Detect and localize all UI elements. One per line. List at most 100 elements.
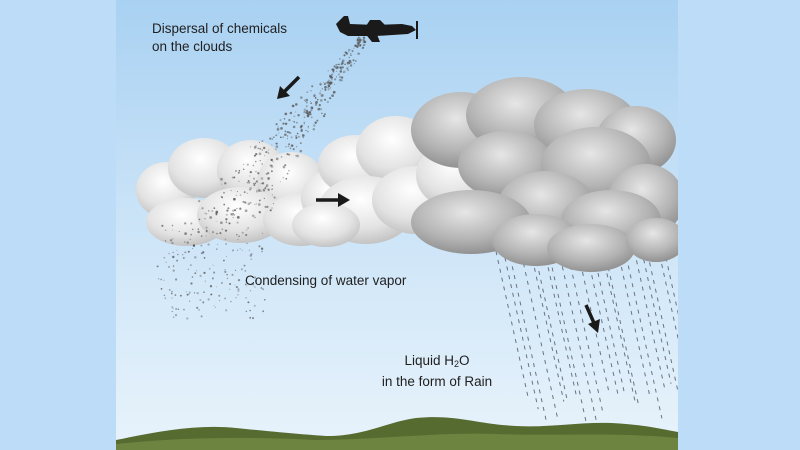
particle: [184, 222, 187, 225]
particle: [333, 65, 336, 68]
particle: [288, 118, 291, 122]
particle: [351, 50, 354, 52]
particle: [271, 144, 273, 146]
particle: [171, 297, 173, 299]
particle: [276, 128, 280, 131]
particle: [296, 132, 299, 135]
particle: [269, 137, 272, 140]
particle: [294, 115, 296, 117]
particle: [273, 196, 276, 199]
particle: [239, 207, 242, 210]
particle: [259, 199, 261, 201]
particle: [194, 272, 197, 275]
particle: [253, 304, 256, 307]
particle: [303, 111, 305, 113]
particle: [353, 47, 355, 49]
particle: [196, 306, 199, 310]
particle: [233, 176, 236, 179]
particle: [309, 113, 312, 116]
rain-streak: [639, 241, 672, 384]
particle: [344, 63, 346, 66]
particle: [171, 224, 174, 227]
particle: [288, 153, 291, 156]
particle: [282, 122, 285, 125]
particle: [174, 294, 177, 296]
particle: [161, 224, 164, 227]
particle: [219, 300, 221, 302]
particle: [223, 191, 225, 194]
particle: [353, 63, 355, 65]
particle: [341, 66, 344, 69]
particle: [214, 306, 217, 309]
particle: [359, 43, 362, 46]
particle: [216, 248, 218, 250]
rain-formula-pre: Liquid H: [404, 353, 454, 368]
particle: [280, 156, 283, 158]
particle: [184, 251, 187, 254]
particle: [199, 299, 202, 302]
rain-streak: [623, 247, 663, 419]
particle: [261, 182, 265, 185]
particle: [239, 248, 241, 250]
particle: [305, 129, 307, 132]
rain-streak: [605, 258, 640, 409]
particle: [348, 49, 350, 51]
particle: [267, 177, 270, 180]
particle: [186, 241, 189, 244]
particle: [236, 191, 238, 193]
particle: [324, 85, 327, 89]
particle: [295, 121, 298, 124]
particle: [305, 98, 308, 102]
particle: [307, 112, 310, 116]
particle: [191, 247, 194, 250]
particle: [256, 189, 258, 191]
particle: [282, 165, 286, 169]
particle: [203, 256, 206, 259]
particle: [352, 59, 355, 62]
particle: [243, 191, 246, 193]
rain-streak: [519, 245, 558, 418]
particle: [163, 294, 166, 297]
particle: [237, 289, 240, 292]
particle: [334, 79, 336, 81]
particle: [213, 271, 216, 274]
particle: [279, 181, 281, 183]
particle: [249, 146, 252, 148]
rain-streak: [591, 246, 625, 393]
particle: [165, 261, 167, 263]
airplane-icon: [336, 16, 418, 42]
particle: [207, 298, 210, 301]
particle: [262, 188, 266, 192]
particle: [248, 249, 251, 252]
particle: [336, 70, 338, 72]
particle: [332, 69, 335, 72]
particle: [189, 238, 191, 240]
particle: [252, 317, 254, 320]
particle: [254, 203, 256, 206]
particle: [175, 308, 178, 310]
particle: [247, 301, 250, 304]
particle: [202, 301, 205, 304]
particle: [267, 188, 270, 192]
particle: [255, 145, 257, 147]
particle: [246, 192, 248, 194]
particle: [239, 194, 242, 196]
particle: [315, 102, 317, 105]
particle: [240, 268, 243, 271]
particle: [360, 40, 362, 42]
particle: [275, 145, 279, 148]
particle: [172, 242, 174, 245]
particle: [301, 134, 305, 137]
particle: [207, 243, 210, 246]
particle: [164, 240, 167, 242]
particle: [208, 210, 210, 212]
particle: [204, 218, 206, 220]
particle: [242, 200, 245, 203]
particle: [286, 172, 289, 175]
particle: [184, 232, 187, 235]
particle: [258, 152, 262, 156]
particle: [256, 190, 258, 193]
particle: [350, 54, 352, 56]
particle: [186, 293, 189, 296]
particle: [243, 264, 246, 267]
